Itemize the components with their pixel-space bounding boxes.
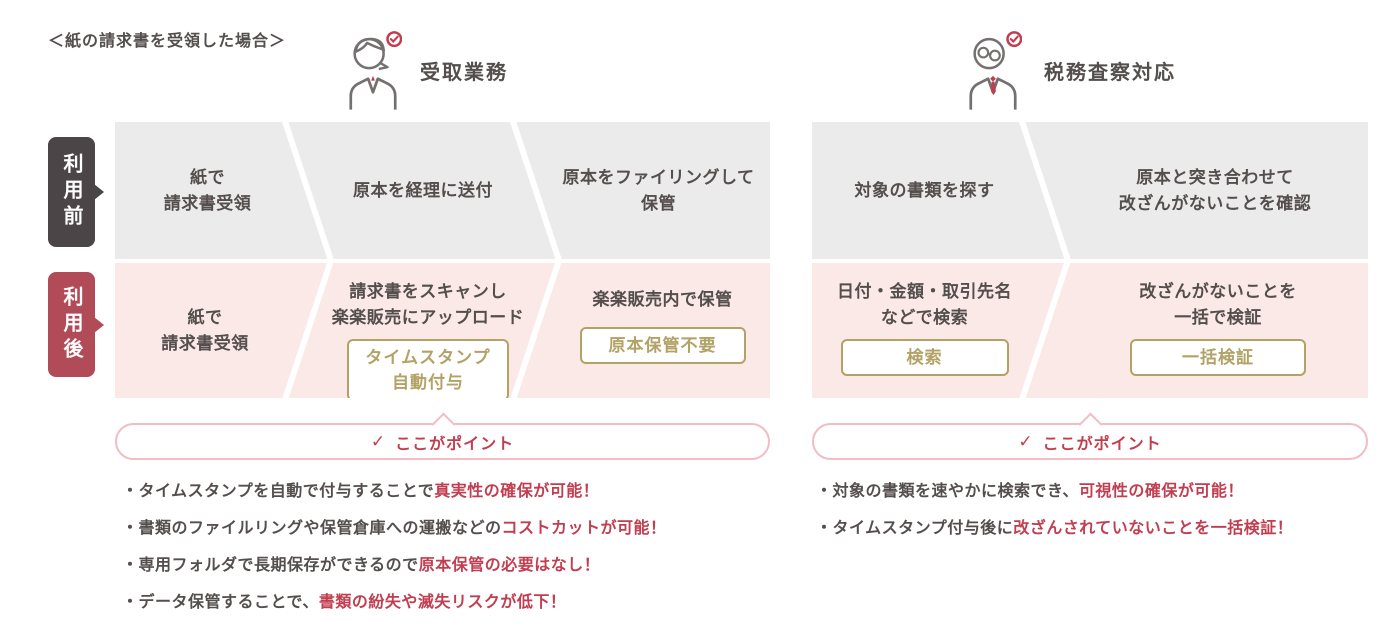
check-icon: ✓ [370, 431, 387, 451]
step-before-compare-original: 原本と突き合わせて 改ざんがないことを確認 [1118, 167, 1312, 213]
tie-icon [990, 75, 996, 82]
flow-section-receiving: 紙で 請求書受領 原本を経理に送付 原本をファイリングして 保管 紙で 請求書受… [115, 122, 770, 398]
before-row-background [115, 122, 770, 259]
step-after-store-in-system: 楽楽販売内で保管 原本保管不要 [555, 263, 770, 398]
batch-verify-badge: 一括検証 [1130, 339, 1306, 376]
benefit-item: ・タイムスタンプ付与後に改ざんされていないことを一括検証！ [816, 520, 1294, 537]
inspector-person-icon [969, 31, 1022, 110]
receiver-persona [344, 30, 402, 112]
row-tab-after-label: 利用後 [60, 285, 82, 364]
benefit-item: ・専用フォルダで長期保存ができるので原本保管の必要はなし！ [122, 557, 601, 574]
before-row-background [812, 122, 1368, 259]
inspector-persona [964, 30, 1022, 112]
group-heading-tax-audit: 税務査察対応 [1044, 62, 1176, 84]
page-title: ＜紙の請求書を受領した場合＞ [48, 33, 287, 50]
receiver-person-icon [349, 31, 402, 110]
ribbon-label: ここがポイント [395, 435, 515, 453]
flow-section-tax-audit: 対象の書類を探す 原本と突き合わせて 改ざんがないことを確認 日付・金額・取引先… [812, 122, 1368, 398]
glasses-icon [977, 46, 990, 59]
row-tab-before-label: 利用前 [60, 153, 82, 231]
point-ribbon-tax-audit: ✓ ここがポイント [812, 412, 1368, 460]
step-before-file-original: 原本をファイリングして 保管 [562, 167, 755, 213]
point-ribbon-receiving: ✓ ここがポイント [115, 412, 770, 460]
benefit-item: ・書類のファイルリングや保管倉庫への運搬などのコストカットが可能！ [122, 520, 667, 537]
group-heading-receiving: 受取業務 [420, 62, 508, 84]
step-before-receive-paper: 紙で 請求書受領 [163, 167, 252, 213]
step-after-batch-verify: 改ざんがないことを 一括で検証 一括検証 [1068, 263, 1368, 398]
step-after-scan-upload: 請求書をスキャンし 楽楽販売にアップロード タイムスタンプ 自動付与 [312, 263, 544, 398]
benefit-list-tax-audit: ・対象の書類を速やかに検索でき、可視性の確保が可能！ ・タイムスタンプ付与後に改… [816, 473, 1293, 547]
ribbon-label: ここがポイント [1042, 435, 1162, 453]
step-after-receive-paper: 紙で 請求書受領 [161, 307, 249, 353]
no-original-storage-badge: 原本保管不要 [579, 327, 746, 364]
timestamp-badge: タイムスタンプ 自動付与 [347, 339, 509, 398]
search-badge: 検索 [840, 339, 1009, 376]
row-tab-after: 利用後 [48, 272, 104, 377]
benefit-item: ・タイムスタンプを自動で付与することで真実性の確保が可能！ [122, 483, 600, 500]
check-icon: ✓ [1018, 431, 1034, 451]
benefit-item: ・対象の書類を速やかに検索でき、可視性の確保が可能！ [816, 483, 1244, 500]
step-before-search-documents: 対象の書類を探す [854, 180, 995, 200]
benefit-list-receiving: ・タイムスタンプを自動で付与することで真実性の確保が可能！ ・書類のファイルリン… [122, 473, 667, 621]
row-tab-before: 利用前 [48, 137, 104, 247]
benefit-item: ・データ保管することで、書類の紛失や滅失リスクが低下！ [122, 594, 567, 611]
step-before-send-original: 原本を経理に送付 [353, 180, 493, 200]
step-after-search-by-fields: 日付・金額・取引先名 などで検索 検索 [812, 263, 1037, 398]
